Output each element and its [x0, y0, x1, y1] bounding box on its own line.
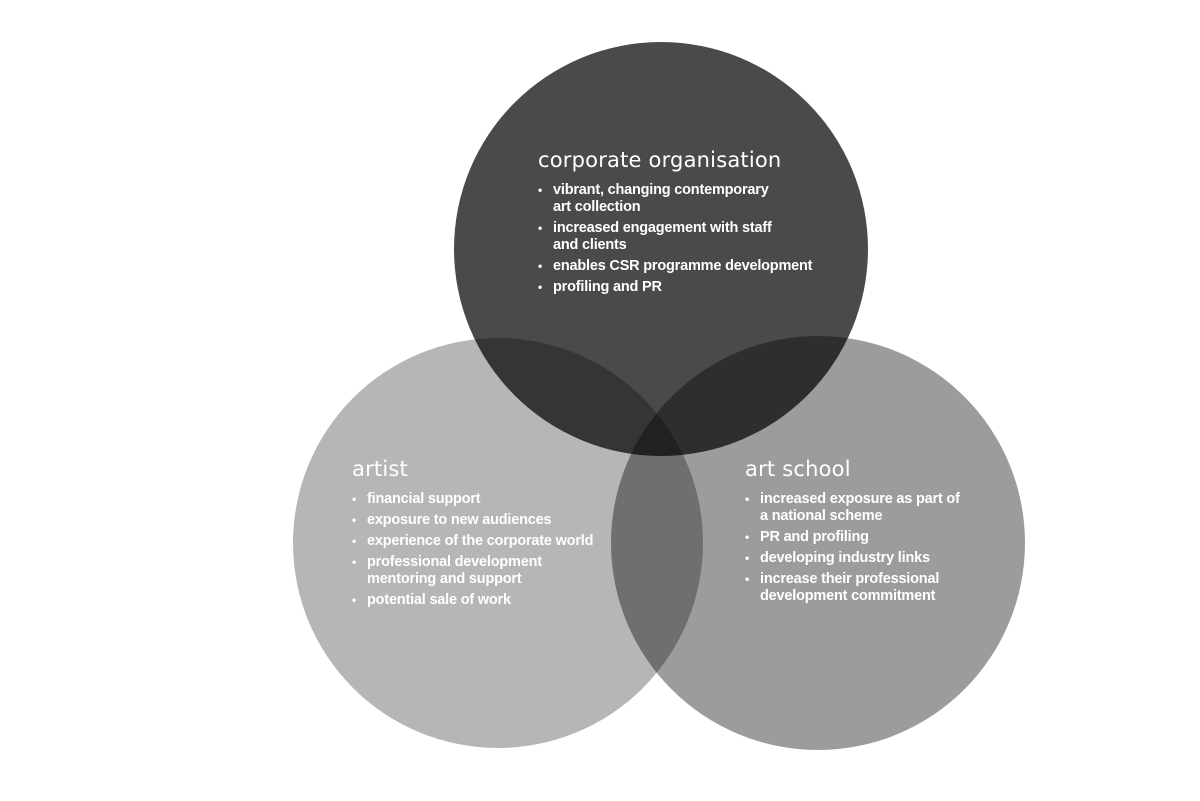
artist-block: artist financial support exposure to new… [352, 457, 612, 613]
list-item: vibrant, changing contemporary art colle… [538, 182, 783, 216]
list-item: financial support [352, 491, 612, 508]
corporate-organisation-block: corporate organisation vibrant, changing… [538, 148, 828, 300]
list-item: experience of the corporate world [352, 533, 627, 550]
list-item: increased exposure as part of a national… [745, 491, 960, 525]
artist-list: financial support exposure to new audien… [352, 491, 612, 609]
list-item: increase their professional development … [745, 571, 975, 605]
list-item: exposure to new audiences [352, 512, 612, 529]
list-item: developing industry links [745, 550, 965, 567]
corporate-organisation-title: corporate organisation [538, 148, 782, 172]
corporate-organisation-list: vibrant, changing contemporary art colle… [538, 182, 828, 296]
art-school-list: increased exposure as part of a national… [745, 491, 965, 605]
art-school-title: art school [745, 457, 851, 481]
list-item: potential sale of work [352, 592, 612, 609]
list-item: enables CSR programme development [538, 258, 843, 275]
list-item: PR and profiling [745, 529, 965, 546]
list-item: increased engagement with staff and clie… [538, 220, 793, 254]
list-item: professional development mentoring and s… [352, 554, 567, 588]
artist-title: artist [352, 457, 408, 481]
art-school-block: art school increased exposure as part of… [745, 457, 965, 609]
list-item: profiling and PR [538, 279, 828, 296]
